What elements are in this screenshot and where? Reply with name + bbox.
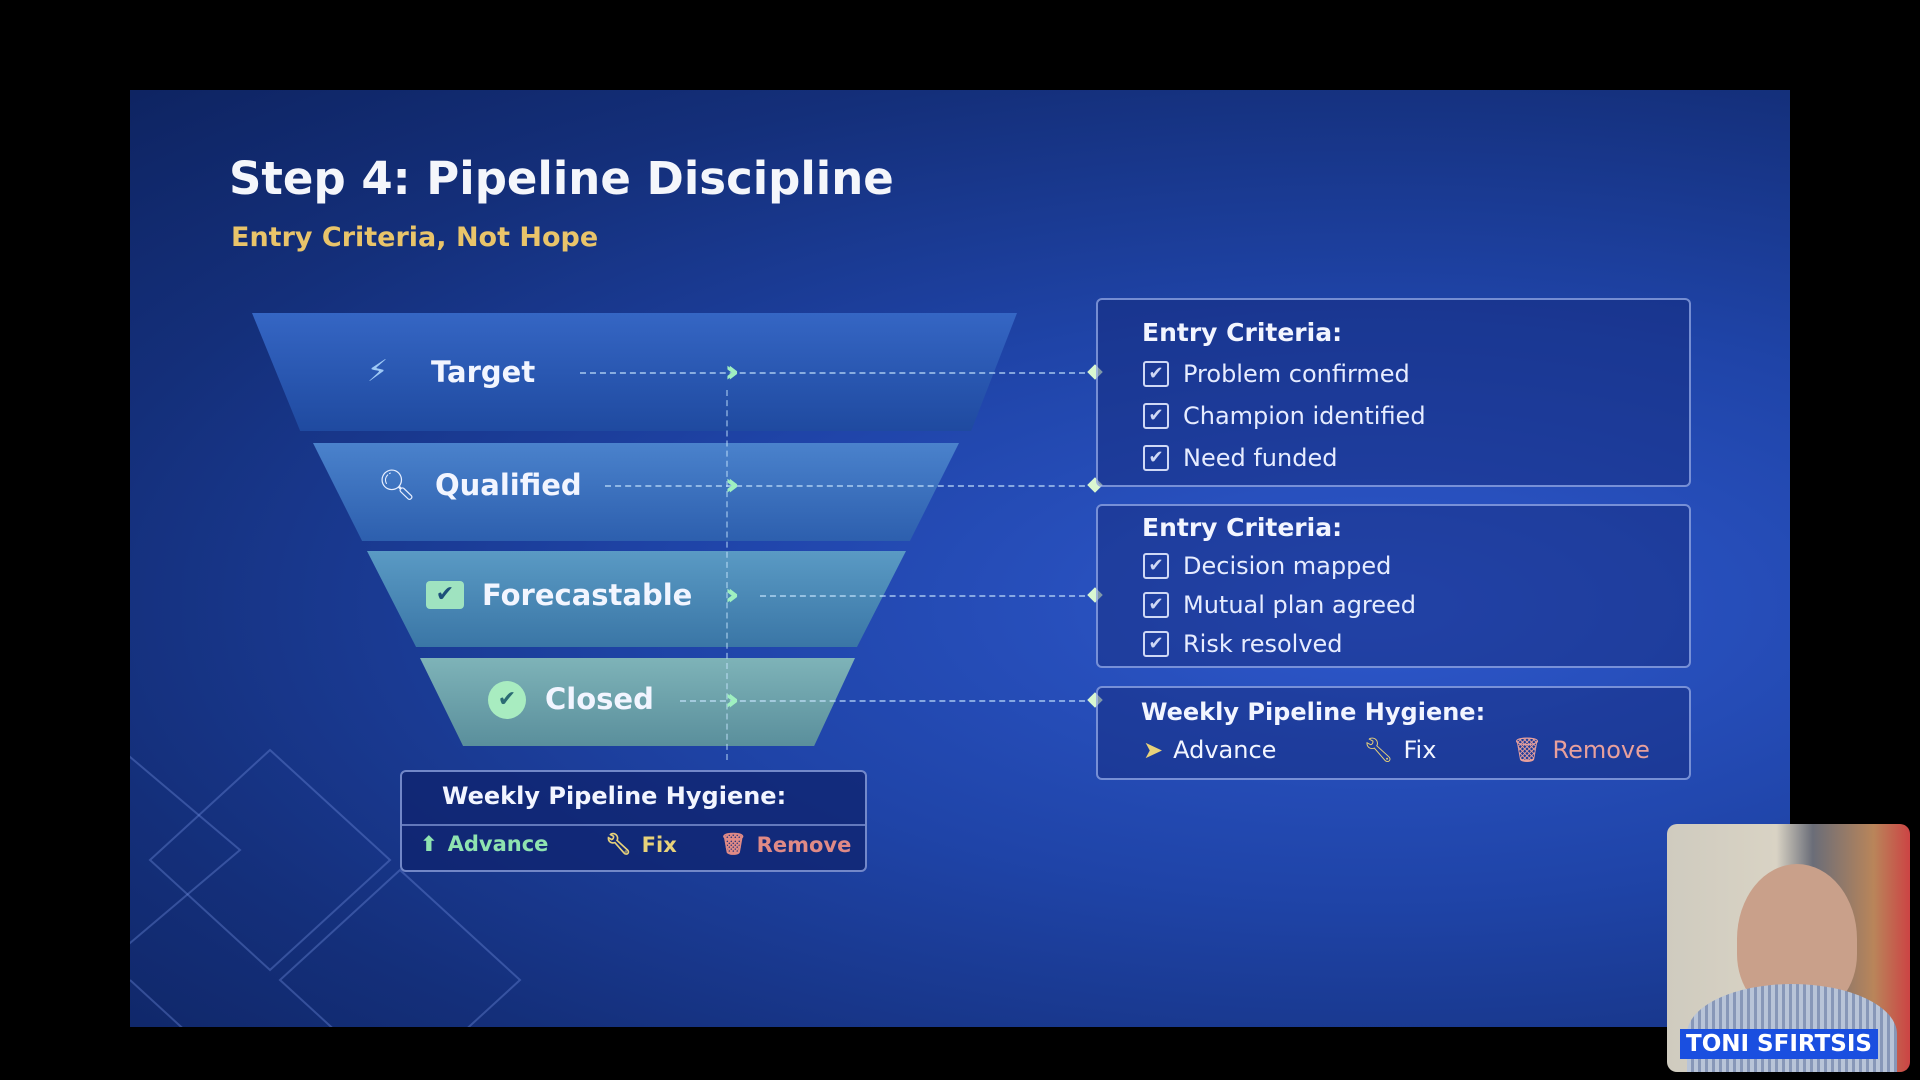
trash-icon: 🗑︎ <box>1512 736 1543 764</box>
trash-icon: 🗑︎ <box>720 832 747 856</box>
connector-closed <box>680 700 1095 702</box>
funnel-label-target: Target <box>431 355 536 389</box>
wrench-icon: 🔧︎ <box>605 832 632 856</box>
chevron-right-icon: ›› <box>724 354 739 390</box>
participant-name: TONI SFIRTSIS <box>1680 1029 1878 1059</box>
checkbox-checked-icon: ✔ <box>1143 631 1169 657</box>
search-icon: 🔍︎ <box>378 468 417 503</box>
funnel-hygiene-advance: Advance <box>447 832 549 856</box>
check-circle-icon: ✔ <box>488 681 526 719</box>
checkbox-checked-icon: ✔ <box>1143 592 1169 618</box>
funnel-hygiene-remove: Remove <box>756 832 852 857</box>
funnel-center-line <box>726 390 728 760</box>
checkbox-checked-icon: ✔ <box>1143 445 1169 471</box>
funnel-label-qualified: Qualified <box>435 468 582 502</box>
slide-subtitle: Entry Criteria, Not Hope <box>231 222 599 253</box>
hygiene-advance: Advance <box>1173 736 1277 764</box>
funnel-label-closed: Closed <box>545 682 654 716</box>
lightning-icon: ⚡ <box>367 354 389 389</box>
criteria-item: Risk resolved <box>1183 630 1343 658</box>
connector-target <box>580 372 1095 374</box>
wrench-icon: 🔧︎ <box>1363 736 1394 764</box>
funnel-hygiene-box: Weekly Pipeline Hygiene: ⬆Advance 🔧︎Fix … <box>400 770 867 872</box>
criteria-heading: Entry Criteria: <box>1142 318 1343 347</box>
entry-criteria-box-1: Entry Criteria: ✔ Problem confirmed ✔ Cham… <box>1096 298 1691 487</box>
advance-icon: ➤ <box>1143 736 1164 764</box>
criteria-item: Decision mapped <box>1183 552 1392 580</box>
criteria-item: Mutual plan agreed <box>1183 591 1417 619</box>
webcam-video: TONI SFIRTSIS <box>1667 824 1910 1072</box>
funnel-label-forecastable: Forecastable <box>482 578 693 612</box>
criteria-item: Need funded <box>1183 444 1338 472</box>
checkbox-checked-icon: ✔ <box>1143 361 1169 387</box>
connector-qualified <box>605 485 1095 487</box>
criteria-item: Problem confirmed <box>1183 360 1410 388</box>
criteria-heading: Entry Criteria: <box>1142 513 1343 542</box>
hygiene-fix: Fix <box>1403 736 1437 764</box>
entry-criteria-box-2: Entry Criteria: ✔ Decision mapped ✔ Mutual… <box>1096 504 1691 668</box>
checkbox-checked-icon: ✔ <box>1143 553 1169 579</box>
checkbox-icon: ✔ <box>426 581 464 609</box>
criteria-item: Champion identified <box>1183 402 1426 430</box>
connector-forecastable <box>760 595 1095 597</box>
slide-title: Step 4: Pipeline Discipline <box>229 152 894 205</box>
weekly-hygiene-box: Weekly Pipeline Hygiene: ➤Advance 🔧︎Fix … <box>1096 686 1691 780</box>
chevron-right-icon: ›› <box>724 467 739 503</box>
chevron-right-icon: ›› <box>724 682 739 718</box>
funnel-hygiene-fix: Fix <box>641 832 677 857</box>
chevron-right-icon: ›› <box>724 577 739 613</box>
decorative-diamonds <box>130 748 522 1027</box>
funnel-hygiene-title: Weekly Pipeline Hygiene: <box>442 782 787 810</box>
checkbox-checked-icon: ✔ <box>1143 403 1169 429</box>
funnel-band-qualified <box>313 443 959 541</box>
hygiene-remove: Remove <box>1552 736 1650 764</box>
arrow-up-icon: ⬆ <box>420 832 438 856</box>
hygiene-heading: Weekly Pipeline Hygiene: <box>1141 698 1486 726</box>
